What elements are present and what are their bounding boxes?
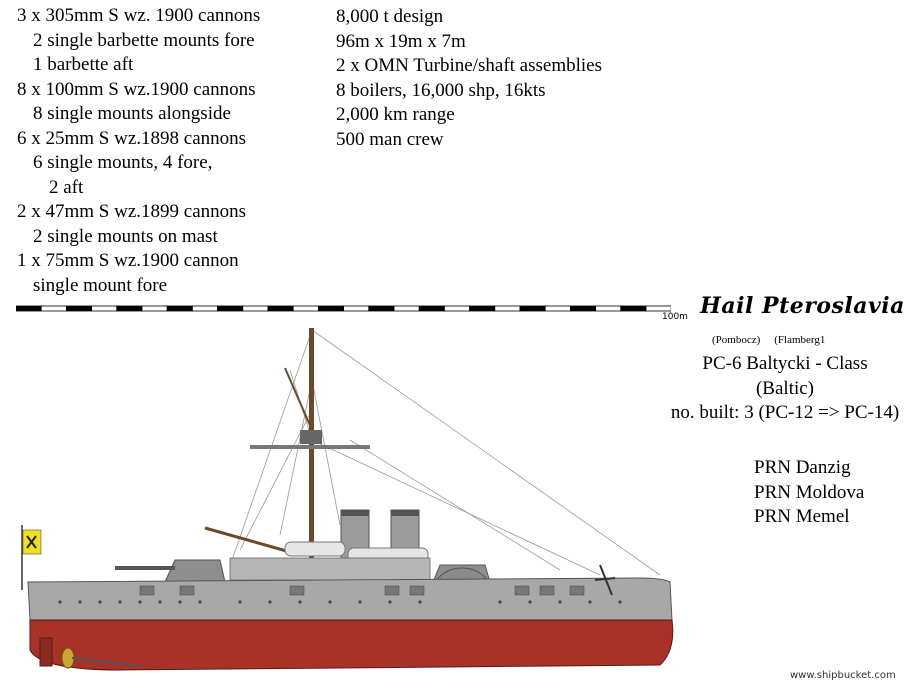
scale-segment [317,305,344,312]
ship-name: PRN Memel [754,506,850,527]
armament-line: 8 x 100mm S wz.1900 cannons [17,78,256,100]
scale-segment [544,305,571,312]
portholes [58,600,622,604]
ship-name: PRN Moldova [754,481,865,503]
hull-lower [29,619,674,671]
armament-list: 3 x 305mm S wz. 1900 cannons 2 single bar… [17,4,260,298]
scale-segment [191,305,218,312]
scale-segment [620,305,647,312]
scale-segment [343,305,370,312]
scale-segment [242,305,269,312]
spec-line: 500 man crew [336,128,444,150]
scale-segment [66,305,93,312]
anchor [594,564,616,596]
title: Hail Pteroslavia [700,293,905,319]
rigging [231,329,661,576]
armament-line: 2 single mounts on mast [33,225,218,247]
scale-segment [217,305,244,312]
class-info: PC-6 Baltycki - Class (Baltic) no. built… [640,352,917,426]
spec-line: 8,000 t design [336,6,444,27]
scale-segment [141,305,168,312]
scale-segment [570,305,597,312]
author-2: (Flamberg1 [774,334,826,346]
scale-segment [368,305,395,312]
ship-name: PRN Danzig [754,457,851,478]
scale-segment [418,305,445,312]
authors: (Pombocz) (Flamberg1 [712,334,839,346]
scale-segment [292,305,319,312]
rudder [39,637,53,667]
spec-line: 96m x 19m x 7m [336,30,466,52]
scale-segment [469,305,496,312]
armament-line: 2 aft [49,176,84,198]
fore-turret [164,559,226,583]
class-name: PC-6 Baltycki - Class [702,353,868,374]
armament-line: 2 single barbette mounts fore [33,29,255,51]
armament-line: 1 x 75mm S wz.1900 cannon [17,250,239,271]
secondary-guns [139,585,585,596]
scale-segment [393,305,420,312]
boom [204,526,291,554]
armament-line: 8 single mounts alongside [33,103,231,124]
armament-line: single mount fore [33,274,168,296]
scale-segment [443,305,470,312]
scale-segment [595,305,622,312]
class-subname: (Baltic) [755,377,815,399]
armament-line: 2 x 47mm S wz.1899 cannons [17,201,247,222]
specs-list: 8,000 t design 96m x 19m x 7m 2 x OMN Turb… [336,5,602,152]
spec-line: 2 x OMN Turbine/shaft assemblies [336,55,602,76]
ship-drawing [21,328,674,671]
scale-segment [40,305,67,312]
scale-segment [494,305,521,312]
credit: www.shipbucket.com [790,670,896,681]
scale-segment [16,305,42,312]
scale-segment [116,305,143,312]
armament-line: 6 single mounts, 4 fore, [33,152,213,173]
yard-arm [250,445,370,449]
ship-names: PRN Danzig PRN Moldova PRN Memel [754,456,864,530]
scale-segment [519,305,546,312]
superstructure [229,557,431,581]
hull-upper [27,577,673,621]
scale-label: 100m [662,312,688,322]
scale-segment [645,305,671,312]
scale-bar [16,305,671,312]
scale-segment [91,305,118,312]
scale-segment [267,305,294,312]
scale-segment [166,305,193,312]
author-1: (Pombocz) [712,334,761,346]
armament-line: 1 barbette aft [33,54,134,75]
armament-line: 3 x 305mm S wz. 1900 cannons [17,5,261,26]
fighting-top [300,430,322,444]
boat [284,541,346,557]
spec-line: 8 boilers, 16,000 shp, 16kts [336,79,546,101]
armament-line: 6 x 25mm S wz.1898 cannons [17,127,247,149]
spec-line: 2,000 km range [336,104,455,125]
shaft [71,657,141,667]
built-count: no. built: 3 (PC-12 => PC-14) [670,402,900,423]
